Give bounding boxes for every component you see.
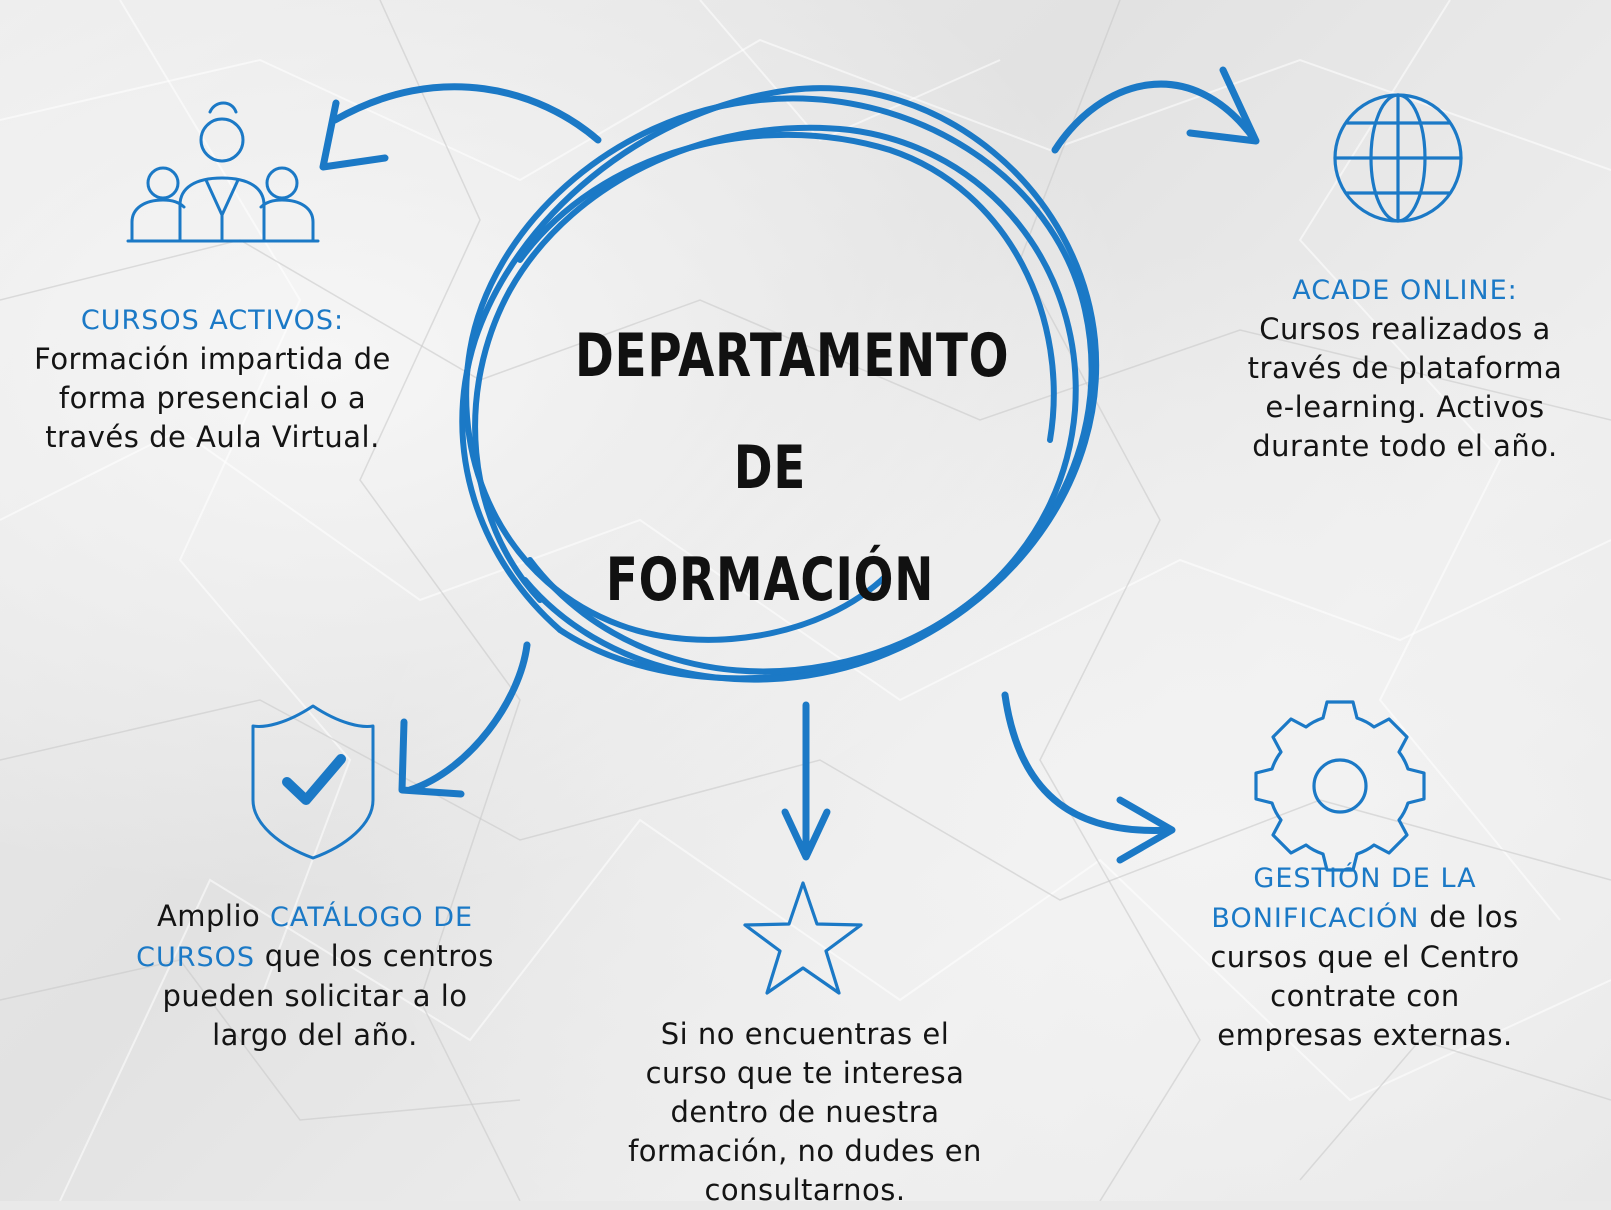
arrow-to-bonificacion xyxy=(1001,691,1176,864)
consultas-line-3: dentro de nuestra xyxy=(670,1095,940,1129)
cursos-activos-line-3: través de Aula Virtual. xyxy=(45,420,380,454)
acade-online-text: ACADE ONLINE: Cursos realizados a través… xyxy=(1215,270,1595,466)
catalogo-line-2: CURSOS que los centros xyxy=(80,937,550,977)
consultas-line-5: consultarnos. xyxy=(704,1173,906,1207)
catalogo-line-4: largo del año. xyxy=(212,1018,418,1052)
bonificacion-line-4: contrate con xyxy=(1270,979,1460,1013)
bonificacion-rest-2: de los xyxy=(1419,900,1519,934)
catalogo-highlight-1: CATÁLOGO DE xyxy=(270,902,474,933)
bonificacion-highlight-2: BONIFICACIÓN xyxy=(1211,903,1420,934)
consultas-line-2: curso que te interesa xyxy=(645,1056,965,1090)
center-title-line2: DE FORMACIÓN xyxy=(605,433,935,615)
scribble-circle xyxy=(459,85,1100,683)
cursos-activos-heading-line: CURSOS ACTIVOS: xyxy=(10,300,415,340)
acade-online-line-3: e-learning. Activos xyxy=(1265,390,1545,424)
bonificacion-line-5: empresas externas. xyxy=(1217,1018,1513,1052)
catalogo-line-3: pueden solicitar a lo xyxy=(162,979,468,1013)
globe-icon xyxy=(1333,93,1463,223)
catalogo-highlight-2: CURSOS xyxy=(136,942,256,973)
arrow-to-cursos-activos xyxy=(319,83,602,171)
consultas-text: Si no encuentras el curso que te interes… xyxy=(590,1015,1020,1210)
arrow-to-acade-online xyxy=(1051,66,1260,154)
arrow-to-catalogo xyxy=(398,641,531,798)
acade-online-line-2: través de plataforma xyxy=(1247,351,1563,385)
cursos-activos-line-2: forma presencial o a xyxy=(58,381,367,415)
team-icon xyxy=(126,101,320,243)
gear-icon xyxy=(1254,700,1426,872)
cursos-activos-line-1: Formación impartida de xyxy=(34,342,391,376)
cursos-activos-colon: : xyxy=(334,305,345,336)
catalogo-prefix: Amplio xyxy=(156,899,271,933)
catalogo-text: Amplio CATÁLOGO DE CURSOS que los centro… xyxy=(80,897,550,1055)
center-title-line1: DEPARTAMENTO xyxy=(575,321,1010,391)
acade-online-colon: : xyxy=(1507,275,1518,306)
acade-online-heading-line: ACADE ONLINE: xyxy=(1215,270,1595,310)
bonificacion-text: GESTIÓN DE LA BONIFICACIÓN de los cursos… xyxy=(1165,858,1565,1055)
bonificacion-line-2: BONIFICACIÓN de los xyxy=(1165,898,1565,938)
center-title: DEPARTAMENTO DE FORMACIÓN xyxy=(575,300,1010,636)
consultas-line-1: Si no encuentras el xyxy=(660,1017,950,1051)
cursos-activos-text: CURSOS ACTIVOS: Formación impartida de f… xyxy=(10,300,415,457)
star-icon xyxy=(743,881,863,995)
shield-check-icon xyxy=(251,704,375,860)
acade-online-line-1: Cursos realizados a xyxy=(1259,312,1551,346)
consultas-line-4: formación, no dudes en xyxy=(628,1134,982,1168)
acade-online-line-4: durante todo el año. xyxy=(1252,429,1558,463)
arrow-to-consultas xyxy=(781,701,831,861)
cursos-activos-heading: CURSOS ACTIVOS xyxy=(80,305,335,336)
bonificacion-line-1: GESTIÓN DE LA xyxy=(1165,858,1565,898)
bonificacion-line-3: cursos que el Centro xyxy=(1210,940,1520,974)
catalogo-rest-2: que los centros xyxy=(255,939,494,973)
acade-online-heading: ACADE ONLINE xyxy=(1292,275,1508,306)
bonificacion-highlight-1: GESTIÓN DE LA xyxy=(1253,863,1477,894)
catalogo-line-1: Amplio CATÁLOGO DE xyxy=(80,897,550,937)
